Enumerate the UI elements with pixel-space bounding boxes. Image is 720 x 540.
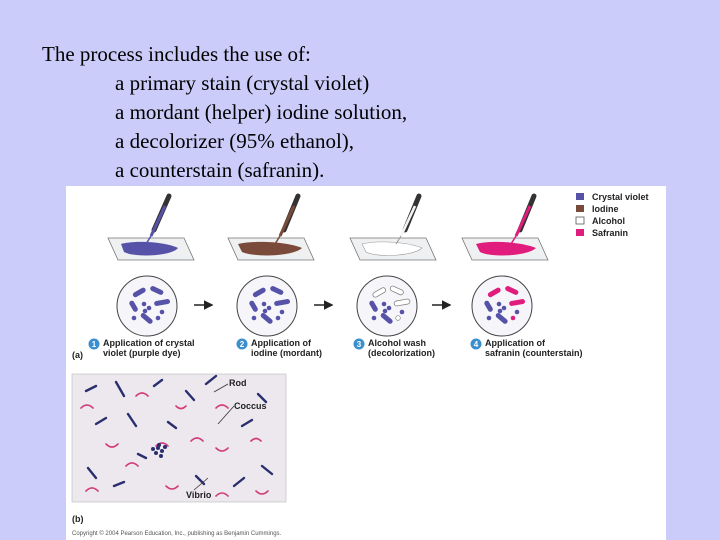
panel-b-label: (b) [72,514,84,524]
item-mordant: a mordant (helper) iodine solution, [115,100,408,124]
slide-step-1 [107,193,195,261]
legend: Crystal violet Iodine Alcohol Safranin [575,192,649,238]
label-vibrio: Vibrio [186,490,212,500]
step-4-line2: safranin (counterstain) [485,348,583,358]
step-4-line1: Application of [485,338,546,348]
copyright-text: Copyright © 2004 Pearson Education, Inc.… [72,530,282,537]
step-number-3: 3 [357,340,362,349]
item-counterstain: a counterstain (safranin). [115,158,325,182]
legend-swatch-safranin [576,229,584,236]
coccus-pointer [217,405,235,425]
intro-line: The process includes the use of: [42,42,311,66]
step-1-line2: violet (purple dye) [103,348,181,358]
step-1-line1: Application of crystal [103,338,195,348]
panel-a-label: (a) [72,350,83,360]
cells-step-1 [116,275,178,337]
legend-label-crystal-violet: Crystal violet [592,192,649,202]
legend-swatch-alcohol [575,216,585,225]
legend-label-iodine: Iodine [592,204,619,214]
label-rod: Rod [229,378,247,388]
item-decolorizer: a decolorizer (95% ethanol), [115,129,355,153]
figure-svg: Crystal violet Iodine Alcohol Safranin [71,192,649,537]
slide-text: The process includes the use of: a prima… [42,40,407,185]
step-caption-4: 4 Application of safranin (counterstain) [470,338,583,358]
step-2-line1: Application of [251,338,312,348]
step-caption-3: 3 Alcohol wash (decolorization) [353,338,435,358]
label-coccus: Coccus [234,401,267,411]
slide-step-4 [461,193,549,261]
slide-step-3 [349,193,437,261]
step-caption-2: 2 Application of iodine (mordant) [236,338,322,358]
legend-swatch-crystal-violet [576,193,584,200]
legend-label-alcohol: Alcohol [592,216,625,226]
micrograph: Rod Coccus Vibrio [71,373,287,503]
cells-step-4 [471,275,533,337]
step-number-4: 4 [474,340,479,349]
vibrio-pointer [193,477,209,491]
step-2-line2: iodine (mordant) [251,348,322,358]
rod-pointer [213,383,229,393]
cells-step-2 [236,275,298,337]
step-3-line2: (decolorization) [368,348,435,358]
step-number-1: 1 [92,340,97,349]
slide-step-2 [227,193,315,261]
step-3-line1: Alcohol wash [368,338,426,348]
legend-label-safranin: Safranin [592,228,628,238]
step-caption-1: 1 Application of crystal violet (purple … [88,338,195,358]
cells-step-3 [356,275,418,337]
gram-stain-figure: Crystal violet Iodine Alcohol Safranin [66,186,666,540]
item-primary-stain: a primary stain (crystal violet) [115,71,370,95]
legend-swatch-iodine [576,205,584,212]
step-number-2: 2 [240,340,245,349]
